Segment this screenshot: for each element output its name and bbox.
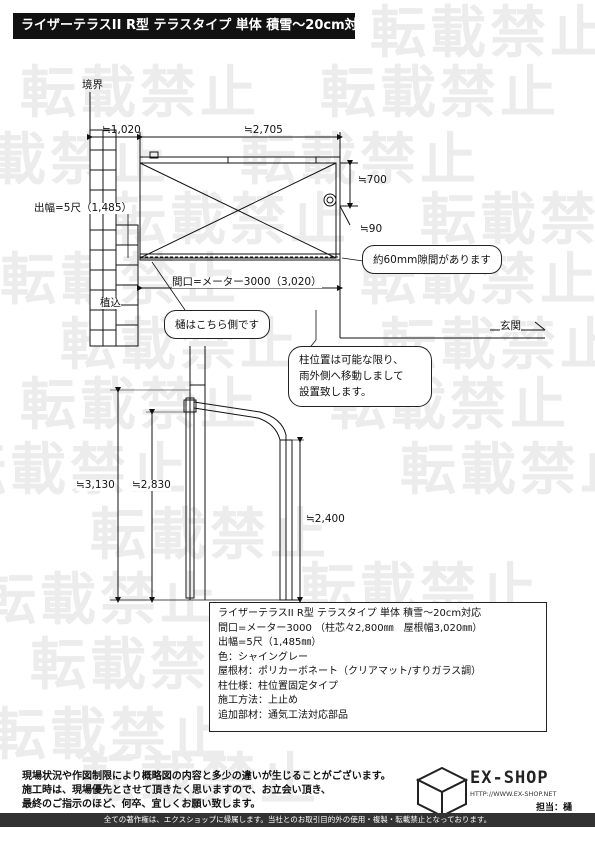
post-position-callout: 柱位置は可能な限り、 雨外側へ移動しまして 設置致します。	[288, 346, 432, 408]
downspout	[323, 193, 337, 207]
spec-line: 屋根材：ポリカーボネート（クリアマット/すりガラス調）	[218, 666, 482, 677]
planting-label: 植込	[100, 297, 121, 309]
brick-wall	[89, 129, 139, 347]
width-label: 間口=メーター3000（3,020）	[172, 276, 322, 288]
spec-line: 色：シャイングレー	[218, 651, 308, 663]
site-notice: 現場状況や作図制限により概略図の内容と多少の違いが生じることがございます。 施工…	[22, 770, 402, 812]
projection-label: 出幅=5尺（1,485）	[34, 202, 133, 214]
dim-left-offset: ≒1,020	[102, 124, 141, 136]
gap-callout: 約60mm隙間があります	[362, 245, 502, 274]
logo-url: HTTP://WWW.EX-SHOP.NET	[470, 790, 557, 798]
notice-line: 現場状況や作図制限により概略図の内容と多少の違いが生じることがございます。	[22, 771, 391, 782]
dim-depth: ≒2,705	[244, 124, 283, 136]
dim-front-height: ≒2,400	[306, 513, 345, 525]
staff-label: 担当：樋	[536, 803, 573, 813]
terrace-roof-curve	[193, 401, 287, 600]
wall-bracket	[185, 397, 195, 599]
page-title: ライザーテラスII R型 テラスタイプ 単体 積雪～20cm対応	[13, 13, 371, 39]
spec-line: 施工方法：上止め	[218, 695, 298, 706]
ex-shop-logo: EX-SHOP HTTP://WWW.EX-SHOP.NET 担当：樋	[414, 760, 584, 813]
spec-line: ライザーテラスII R型 テラスタイプ 単体 積雪～20cm対応	[218, 608, 482, 619]
dim-overhang: ≒700	[358, 174, 387, 186]
spec-line: 追加部材：通気工法対応部品	[218, 709, 348, 721]
dim-rear-height: ≒2,830	[132, 479, 171, 491]
spec-line: 間口=メーター3000 （柱芯々2,800㎜ 屋根幅3,020㎜）	[218, 622, 483, 634]
spec-box: ライザーテラスII R型 テラスタイプ 単体 積雪～20cm対応 間口=メーター…	[209, 602, 547, 732]
post-note-line: 設置致します。	[299, 385, 372, 398]
dim-total-height: ≒3,130	[76, 479, 115, 491]
notice-line: 施工時は、現場優先とさせて頂きたく思いますので、お立会い頂き、	[22, 785, 331, 796]
notice-line: 最終のご指示のほど、何卒、宜しくお願い致します。	[22, 799, 261, 810]
spec-line: 柱仕様：柱位置固定タイプ	[218, 680, 338, 692]
boundary-label: 境界	[82, 79, 103, 91]
logo-brand: EX-SHOP	[470, 768, 549, 788]
gutter-callout: 樋はこちら側です	[164, 310, 270, 339]
post-note-line: 雨外側へ移動しまして	[299, 369, 404, 382]
post-note-line: 柱位置は可能な限り、	[299, 354, 404, 366]
dim-gutter: ≒90	[360, 223, 383, 235]
spec-line: 出幅=5尺（1,485㎜）	[218, 637, 322, 648]
entrance-label: 玄関	[500, 320, 521, 332]
logo-cube-icon	[415, 766, 469, 818]
copyright-footer: 全ての著作権は、エクスショップに帰属します。当社とのお取引目的外の使用・複製・転…	[0, 813, 595, 827]
